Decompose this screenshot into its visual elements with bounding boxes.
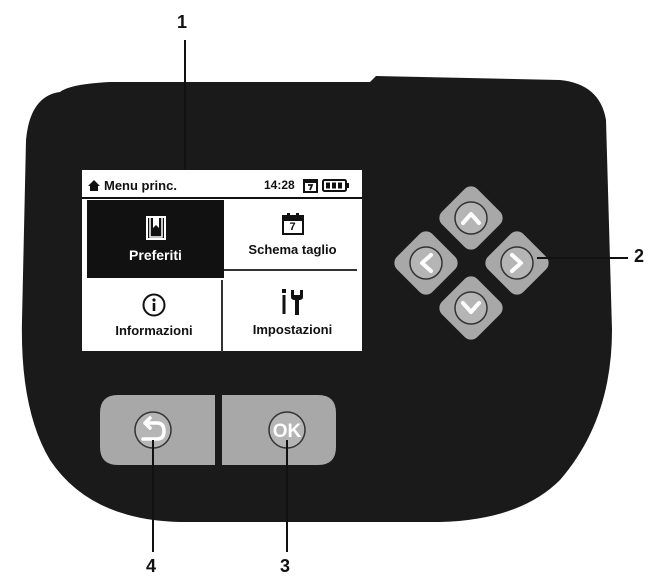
tile-divider-vertical [221, 280, 223, 352]
display-screen: Menu princ. 14:28 Preferiti [82, 170, 362, 352]
back-arrow-icon [141, 416, 166, 441]
status-bar: Menu princ. 14:28 [82, 170, 362, 198]
callout-1: 1 [177, 12, 188, 32]
tile-schema-taglio[interactable]: 7 Schema taglio [224, 200, 361, 268]
tile-label: Impostazioni [252, 321, 333, 337]
tile-preferiti[interactable]: Preferiti [87, 200, 224, 278]
dpad [394, 186, 549, 340]
up-arrow-icon [461, 212, 481, 225]
tile-label: Informazioni [115, 322, 193, 338]
right-arrow-icon [510, 253, 523, 273]
down-arrow-icon [461, 301, 481, 314]
ok-button-label: OK [273, 421, 302, 442]
status-divider [82, 197, 362, 199]
tile-divider-horizontal [224, 269, 357, 271]
menu-title-text: Menu princ. [104, 178, 177, 193]
home-icon [88, 180, 100, 191]
tile-label: Schema taglio [248, 241, 337, 257]
tile-label: Preferiti [129, 247, 182, 263]
calendar-icon: 7 [281, 212, 305, 236]
tile-informazioni[interactable]: Informazioni [87, 280, 221, 350]
calendar-day: 7 [289, 220, 296, 233]
left-arrow-icon [420, 253, 433, 273]
callout-3: 3 [280, 556, 291, 576]
lock-calendar-icon [303, 179, 318, 193]
clock: 14:28 [264, 178, 295, 192]
callout-4: 4 [146, 556, 157, 576]
tile-impostazioni[interactable]: Impostazioni [224, 274, 361, 350]
callout-2: 2 [634, 246, 645, 266]
tools-icon [281, 288, 303, 315]
battery-icon [322, 179, 349, 192]
bookmark-icon [145, 216, 166, 240]
menu-title: Menu princ. [87, 178, 177, 193]
info-icon [142, 293, 166, 316]
